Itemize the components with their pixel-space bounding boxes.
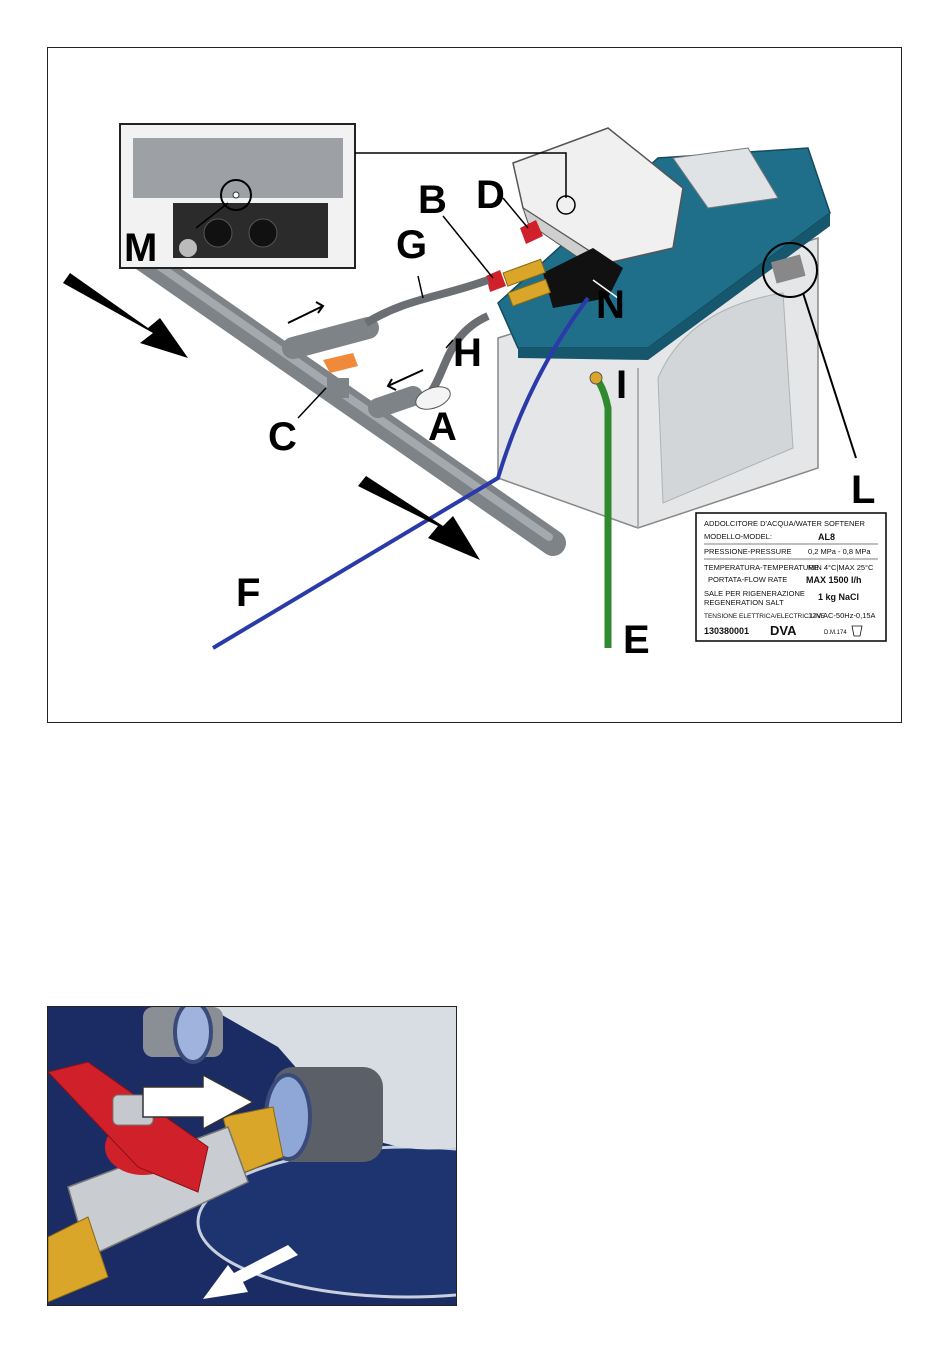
leader-N — [592, 279, 619, 299]
overflow-fitting-I — [589, 371, 603, 385]
plate-title: ADDOLCITORE D'ACQUA/WATER SOFTENER — [704, 519, 865, 528]
main-water-pipe — [130, 245, 566, 556]
leader-H — [445, 339, 454, 349]
valve-detail-frame — [47, 1006, 457, 1306]
plate-temperature-label: TEMPERATURA-TEMPERATURE — [704, 563, 819, 572]
flow-in-arrow — [63, 273, 188, 358]
label-M: M — [124, 226, 157, 270]
bypass-valve-handle-C — [323, 353, 358, 373]
label-G: G — [396, 223, 427, 267]
label-I: I — [616, 363, 627, 407]
callout-circle-L — [762, 242, 818, 298]
label-window — [770, 254, 806, 284]
label-F: F — [236, 571, 260, 615]
label-N: N — [596, 283, 625, 327]
plate-voltage-value: 12V AC-50Hz-0,15A — [808, 611, 876, 620]
flow-direction-arrow — [203, 1245, 298, 1299]
plate-code: 130380001 — [704, 626, 749, 636]
inlet-hose-G — [363, 276, 490, 327]
plate-mark: D.M.174 — [824, 630, 847, 636]
plate-pressure-label: PRESSIONE-PRESSURE — [704, 547, 792, 556]
label-E: E — [623, 618, 650, 662]
inflow-small-arrow — [287, 301, 325, 324]
label-L: L — [851, 468, 875, 512]
plate-temperature-value: MIN 4°C|MAX 25°C — [808, 563, 874, 572]
label-H: H — [453, 331, 482, 375]
plate-brand: DVA — [770, 623, 797, 638]
valve-detail-illustration — [48, 1007, 456, 1305]
callout-circle-head — [556, 195, 576, 215]
leader-D — [502, 197, 529, 229]
plate-voltage-label: TENSIONE ELETTRICA/ELECTRIC LINE — [704, 613, 826, 620]
leader-B — [442, 215, 494, 279]
label-D: D — [476, 173, 505, 217]
outflow-small-arrow — [386, 369, 424, 391]
valve-red-handle — [48, 1061, 209, 1193]
plate-model-label: MODELLO-MODEL: — [704, 532, 772, 541]
inset-leader-line — [355, 152, 567, 198]
leader-C — [297, 387, 327, 419]
flow-out-arrow — [358, 476, 480, 560]
inset-detail-M — [119, 123, 356, 269]
label-C: C — [268, 415, 297, 459]
label-B: B — [418, 178, 447, 222]
glass-icon — [851, 625, 863, 637]
plate-salt-value: 1 kg NaCl — [818, 592, 859, 602]
brine-hose-F — [211, 296, 590, 650]
leader-L — [802, 292, 857, 459]
connection-block-N — [502, 248, 623, 308]
installation-diagram-frame: A B C D E F G H I L M N ADDOLCITORE D'AC… — [47, 47, 902, 723]
plate-flow-value: MAX 1500 l/h — [806, 575, 862, 585]
plate-salt-label-2: REGENERATION SALT — [704, 598, 784, 607]
rating-plate: ADDOLCITORE D'ACQUA/WATER SOFTENER MODEL… — [695, 512, 887, 642]
plate-model-value: AL8 — [818, 532, 835, 542]
insert-arrow — [142, 1073, 255, 1131]
plate-salt-label-1: SALE PER RIGENERAZIONE — [704, 589, 805, 598]
plate-pressure-value: 0,2 MPa - 0,8 MPa — [808, 547, 871, 556]
leader-G — [417, 275, 424, 299]
filter-A — [415, 386, 451, 410]
installation-diagram: A B C D E F G H I L M N ADDOLCITORE D'AC… — [63, 123, 887, 662]
softener-cabinet — [497, 236, 819, 529]
label-A: A — [428, 405, 457, 449]
plate-flow-label: PORTATA-FLOW RATE — [708, 575, 787, 584]
